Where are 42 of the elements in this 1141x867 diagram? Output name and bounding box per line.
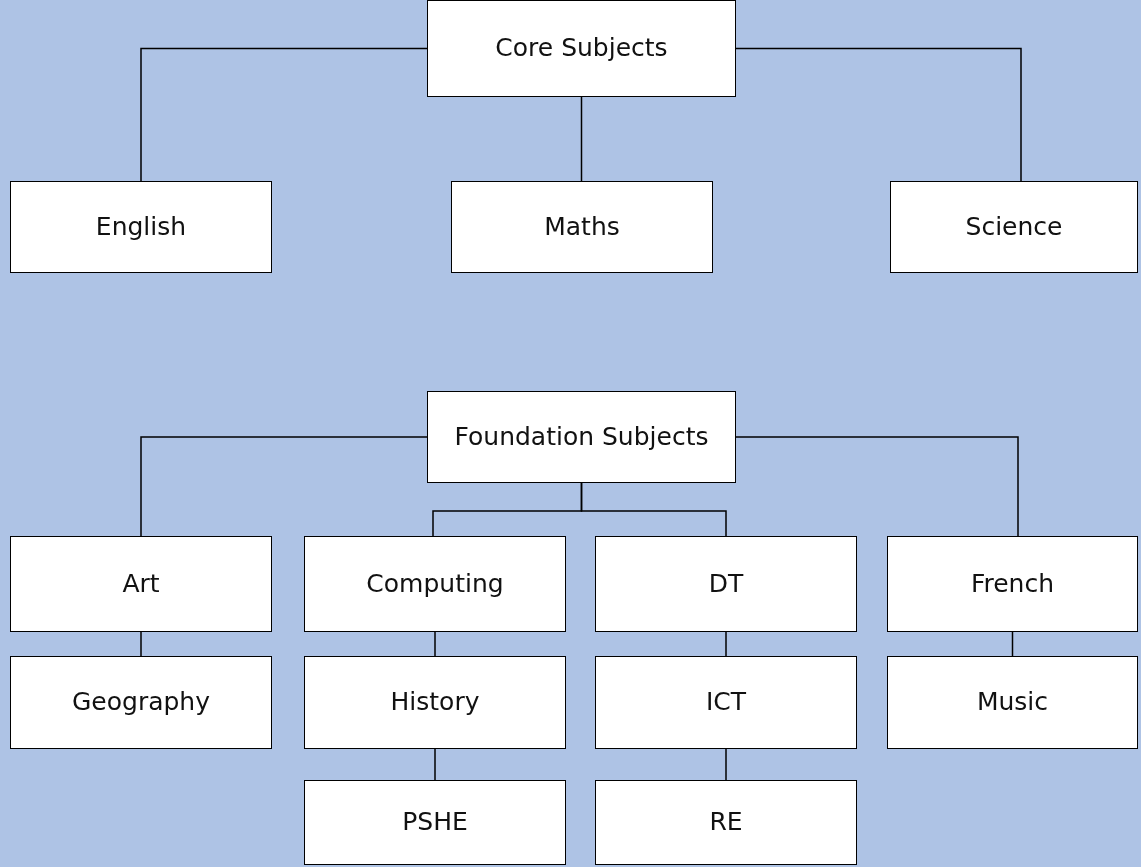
connector-line: [140, 631, 142, 657]
connector-line: [580, 482, 727, 537]
subject-label: English: [95, 210, 187, 243]
subject-box: [887, 656, 1138, 749]
subject-box: [887, 536, 1138, 632]
connector-line: [725, 748, 727, 781]
subject-box: [10, 656, 272, 749]
subject-box: [304, 656, 566, 749]
subject-label: Geography: [72, 686, 210, 719]
subject-box: [595, 780, 857, 865]
subject-label: Science: [965, 210, 1063, 243]
subject-label: DT: [708, 567, 744, 600]
subject-box: [10, 536, 272, 632]
connector-line: [1011, 631, 1014, 657]
subject-label: History: [390, 686, 480, 719]
subject-label: Core Subjects: [495, 32, 668, 65]
connector-line: [140, 436, 428, 537]
subject-label: Foundation Subjects: [454, 420, 709, 453]
subject-label: ICT: [705, 686, 747, 719]
subject-box: [304, 780, 566, 865]
subject-box: [451, 181, 713, 273]
subject-box: [595, 536, 857, 632]
subject-box: [890, 181, 1138, 273]
subject-box: [427, 391, 736, 483]
connector-line: [580, 96, 583, 182]
connector-line: [434, 748, 436, 781]
subject-label: French: [970, 567, 1055, 600]
subject-box: [595, 656, 857, 749]
subject-label: Music: [976, 686, 1049, 719]
subject-label: Maths: [544, 210, 620, 243]
connector-line: [735, 47, 1022, 182]
subject-label: Art: [122, 567, 160, 600]
subject-label: PSHE: [402, 806, 468, 839]
subject-label: Computing: [366, 567, 504, 600]
connector-line: [140, 47, 428, 182]
subject-box: [10, 181, 272, 273]
subject-label: RE: [709, 806, 743, 839]
subject-box: [304, 536, 566, 632]
connector-line: [735, 436, 1019, 537]
connector-line: [725, 631, 727, 657]
subject-box: [427, 0, 736, 97]
connector-line: [434, 631, 436, 657]
